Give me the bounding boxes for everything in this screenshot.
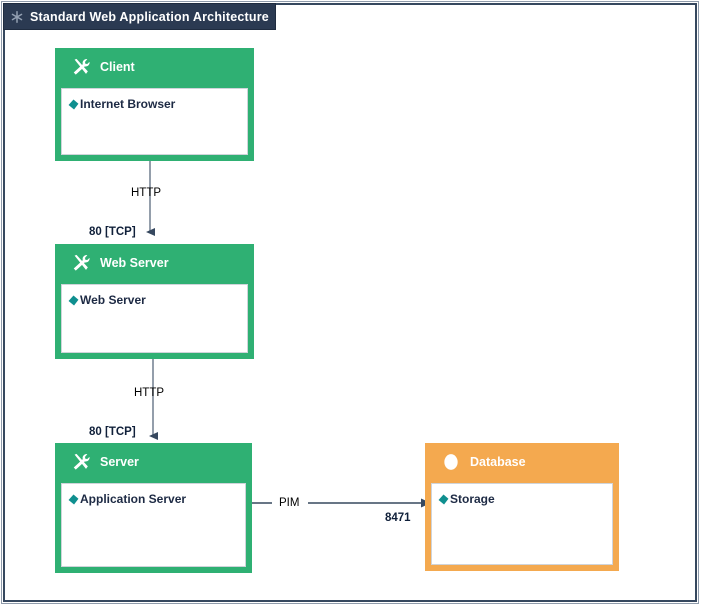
node-web-server-body: Web Server — [61, 284, 248, 353]
node-client-item-0[interactable]: Internet Browser — [68, 97, 241, 111]
node-database[interactable]: Database Storage — [425, 443, 619, 571]
node-client-title: Client — [100, 60, 135, 74]
diamond-icon — [438, 494, 449, 504]
diamond-icon — [68, 99, 79, 109]
connector-label-protocol-3: PIM — [279, 497, 300, 509]
connector-label-port-3: 8471 — [385, 512, 411, 524]
node-server-item-label-0: Application Server — [80, 492, 187, 506]
asterisk-icon — [11, 10, 23, 23]
connector-web-server-to-server — [143, 358, 173, 448]
node-server-item-0[interactable]: Application Server — [68, 492, 239, 506]
connector-client-to-web-server — [140, 160, 170, 245]
node-client-header: Client — [57, 50, 252, 84]
node-client-item-label-0: Internet Browser — [80, 97, 176, 111]
connector-label-port-1: 80 [TCP] — [89, 226, 136, 238]
node-web-server-item-label-0: Web Server — [80, 293, 146, 307]
database-icon — [444, 454, 458, 470]
node-server[interactable]: Server Application Server — [55, 443, 252, 573]
node-client[interactable]: Client Internet Browser — [55, 48, 254, 161]
node-server-body: Application Server — [61, 483, 246, 567]
connector-label-protocol-2: HTTP — [134, 387, 165, 399]
node-web-server-item-0[interactable]: Web Server — [68, 293, 241, 307]
connector-server-to-database — [250, 496, 440, 516]
connector-label-protocol-1: HTTP — [131, 187, 162, 199]
node-web-server-header: Web Server — [57, 246, 252, 280]
node-server-title: Server — [100, 455, 139, 469]
node-client-body: Internet Browser — [61, 88, 248, 155]
node-database-body: Storage — [431, 483, 613, 565]
tools-icon — [73, 58, 90, 75]
node-database-header: Database — [427, 445, 617, 479]
node-database-title: Database — [470, 455, 526, 469]
connector-label-port-2: 80 [TCP] — [89, 426, 136, 438]
window-title: Standard Web Application Architecture — [30, 9, 269, 24]
window-titlebar: Standard Web Application Architecture — [3, 3, 276, 30]
node-web-server[interactable]: Web Server Web Server — [55, 244, 254, 359]
diamond-icon — [68, 494, 79, 504]
node-database-item-0[interactable]: Storage — [438, 492, 606, 506]
node-database-item-label-0: Storage — [450, 492, 495, 506]
node-server-header: Server — [57, 445, 250, 479]
tools-icon — [73, 453, 90, 470]
node-web-server-title: Web Server — [100, 256, 169, 270]
tools-icon — [73, 254, 90, 271]
diamond-icon — [68, 295, 79, 305]
